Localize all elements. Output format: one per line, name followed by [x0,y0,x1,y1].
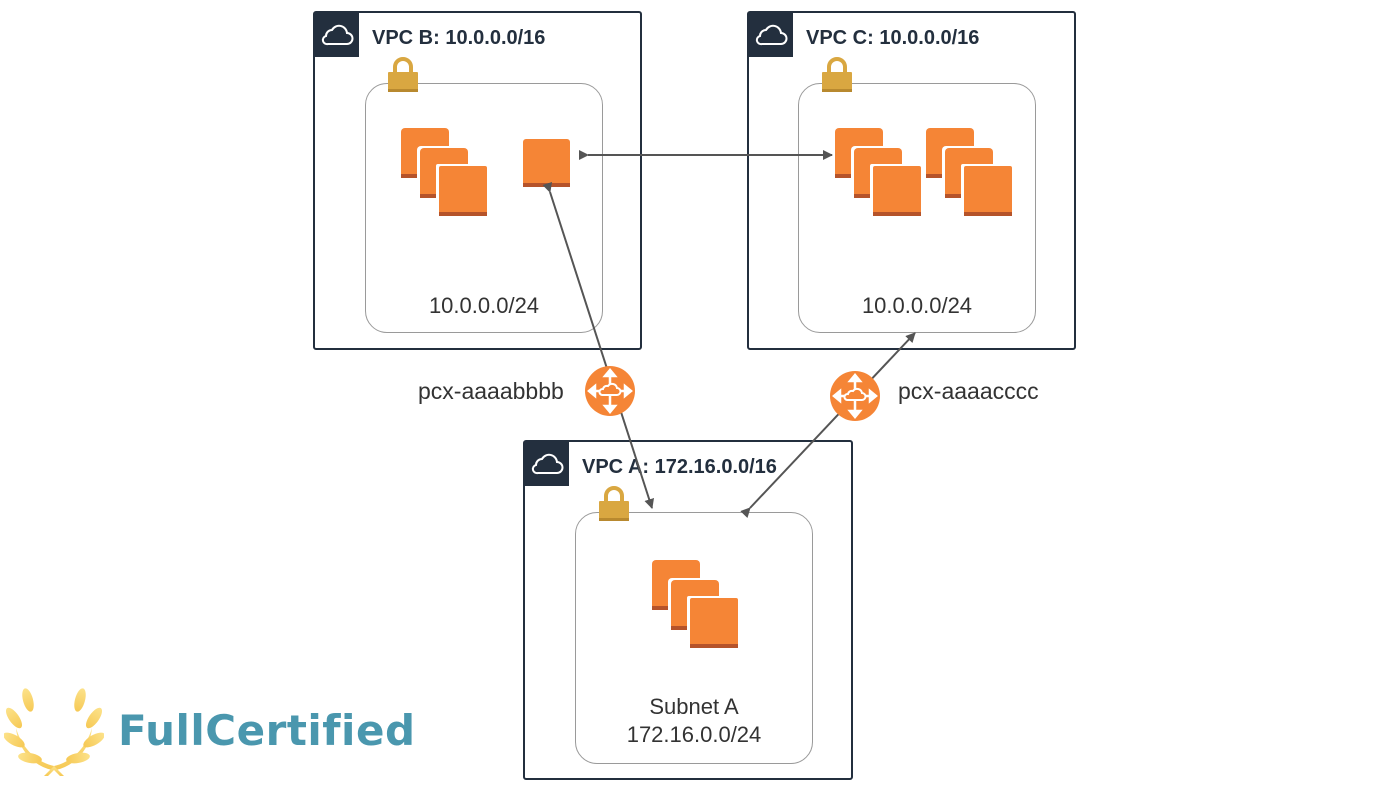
vpc-c-title: VPC C: 10.0.0.0/16 [806,27,980,49]
ec2-instances-icon [835,128,923,218]
vpc-b-title: VPC B: 10.0.0.0/16 [372,27,546,49]
lock-icon [822,57,852,92]
vpc-c-subnet-label: 10.0.0.0/24 [861,293,973,318]
lock-icon [388,57,418,92]
brand-name: FullCertified [118,706,416,755]
ec2-instances-icon [652,560,740,650]
cloud-icon [755,24,787,45]
vpc-b-tab [314,12,359,57]
cloud-icon [321,24,353,45]
ec2-instances-icon [926,128,1014,218]
vpc-b-subnet-label: 10.0.0.0/24 [428,293,540,318]
laurel-wreath-icon [4,688,104,776]
ec2-instances-icon [401,128,489,218]
arrow-b-to-a [542,181,654,509]
peering-label-ac: pcx-aaaacccc [898,378,1039,404]
peering-connection-icon [830,371,880,421]
peering-label-ab: pcx-aaaabbbb [418,378,564,404]
vpc-a-subnet-label: 172.16.0.0/24 [626,722,762,747]
peering-connection-icon [585,366,635,416]
vpc-c-tab [748,12,793,57]
vpc-a-subnet-name: Subnet A [649,694,739,719]
arrow-a-to-c [740,332,916,518]
